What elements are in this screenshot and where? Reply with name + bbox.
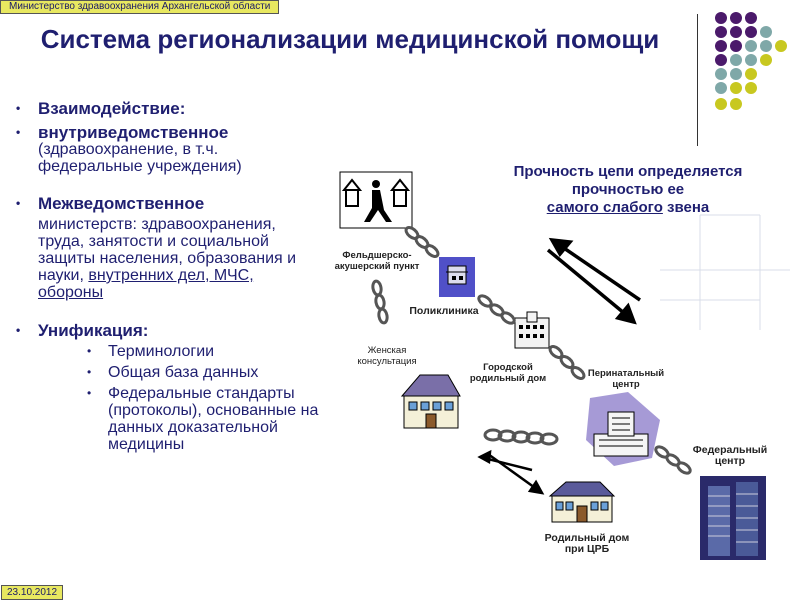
quote-link[interactable]: самого слабого <box>546 199 663 216</box>
inter-text-link[interactable]: внутренних дел, МЧС, обороны <box>38 267 254 301</box>
dot <box>745 12 757 24</box>
chain-link-icon <box>483 428 559 446</box>
inter-heading: Межведомственное <box>8 195 320 212</box>
divider-line <box>697 14 698 146</box>
chain-link-icon <box>404 226 440 258</box>
inter-text-a: министерств: здравоохранения, труда, зан… <box>38 216 297 284</box>
intra-text: (здравоохранение, в т.ч. федеральные учр… <box>38 141 242 175</box>
double-arrow-icon <box>477 449 545 495</box>
dot <box>715 12 727 24</box>
federal-center-icon <box>700 476 766 560</box>
intra-heading: внутриведомственное <box>8 124 320 141</box>
crb-maternity-label: Родильный дом при ЦРБ <box>544 532 630 555</box>
dot <box>715 40 727 52</box>
dot <box>760 26 772 38</box>
dot <box>730 98 742 110</box>
regionalization-diagram <box>339 171 790 560</box>
dot <box>760 54 772 66</box>
dot <box>730 26 742 38</box>
unification-item: Федеральные стандарты (протоколы), основ… <box>8 385 320 453</box>
womens-consultation-label: Женская консультация <box>357 345 417 367</box>
womens-consultation-house-icon <box>400 374 461 429</box>
unification-heading: Унификация: <box>8 322 320 339</box>
footer-date-label: 23.10.2012 <box>1 585 64 600</box>
polyclinic-icon <box>439 257 475 297</box>
quote-line: Прочность цепи определяется прочностью е… <box>513 163 743 198</box>
chain-link-icon <box>477 294 516 325</box>
dot <box>715 82 727 94</box>
dot <box>715 54 727 66</box>
dot <box>745 40 757 52</box>
city-maternity-label: Городской родильный дом <box>469 362 547 384</box>
content-column: Взаимодействие: внутриведомственное (здр… <box>8 100 320 453</box>
quote-tail: звена <box>667 199 710 216</box>
dot <box>730 40 742 52</box>
dot <box>775 40 787 52</box>
polyclinic-label: Поликлиника <box>409 305 479 317</box>
dot <box>730 54 742 66</box>
dot <box>745 68 757 80</box>
unification-item: Общая база данных <box>8 364 320 381</box>
inter-text: министерств: здравоохранения, труда, зан… <box>8 216 320 301</box>
dot <box>730 68 742 80</box>
walking-figure-icon <box>339 171 413 229</box>
dot <box>730 82 742 94</box>
crb-maternity-house-icon <box>548 481 616 523</box>
city-maternity-icon <box>514 311 550 349</box>
dot <box>745 26 757 38</box>
perinatal-label: Перинатальный центр <box>587 368 665 390</box>
perinatal-center-icon <box>586 392 660 466</box>
dot <box>760 40 772 52</box>
chain-quote: Прочность цепи определяется прочностью е… <box>476 163 780 217</box>
unification-item: Терминологии <box>8 343 320 360</box>
dot <box>715 68 727 80</box>
dot <box>715 26 727 38</box>
dot <box>730 12 742 24</box>
slide-title: Система регионализации медицинской помощ… <box>40 24 660 54</box>
header-organization-label: Министерство здравоохранения Архангельск… <box>0 0 280 14</box>
double-arrow-icon <box>546 237 641 325</box>
fap-label: Фельдшерско-акушерский пункт <box>334 250 420 272</box>
decorative-dots <box>707 12 799 114</box>
interaction-heading: Взаимодействие: <box>8 100 320 117</box>
dot <box>745 82 757 94</box>
background-sketch <box>660 214 790 330</box>
dot <box>715 98 727 110</box>
federal-label: Федеральный центр <box>692 444 768 467</box>
chain-link-icon <box>654 445 692 475</box>
dot <box>745 54 757 66</box>
chain-link-icon <box>548 345 586 380</box>
chain-link-icon <box>371 279 389 325</box>
